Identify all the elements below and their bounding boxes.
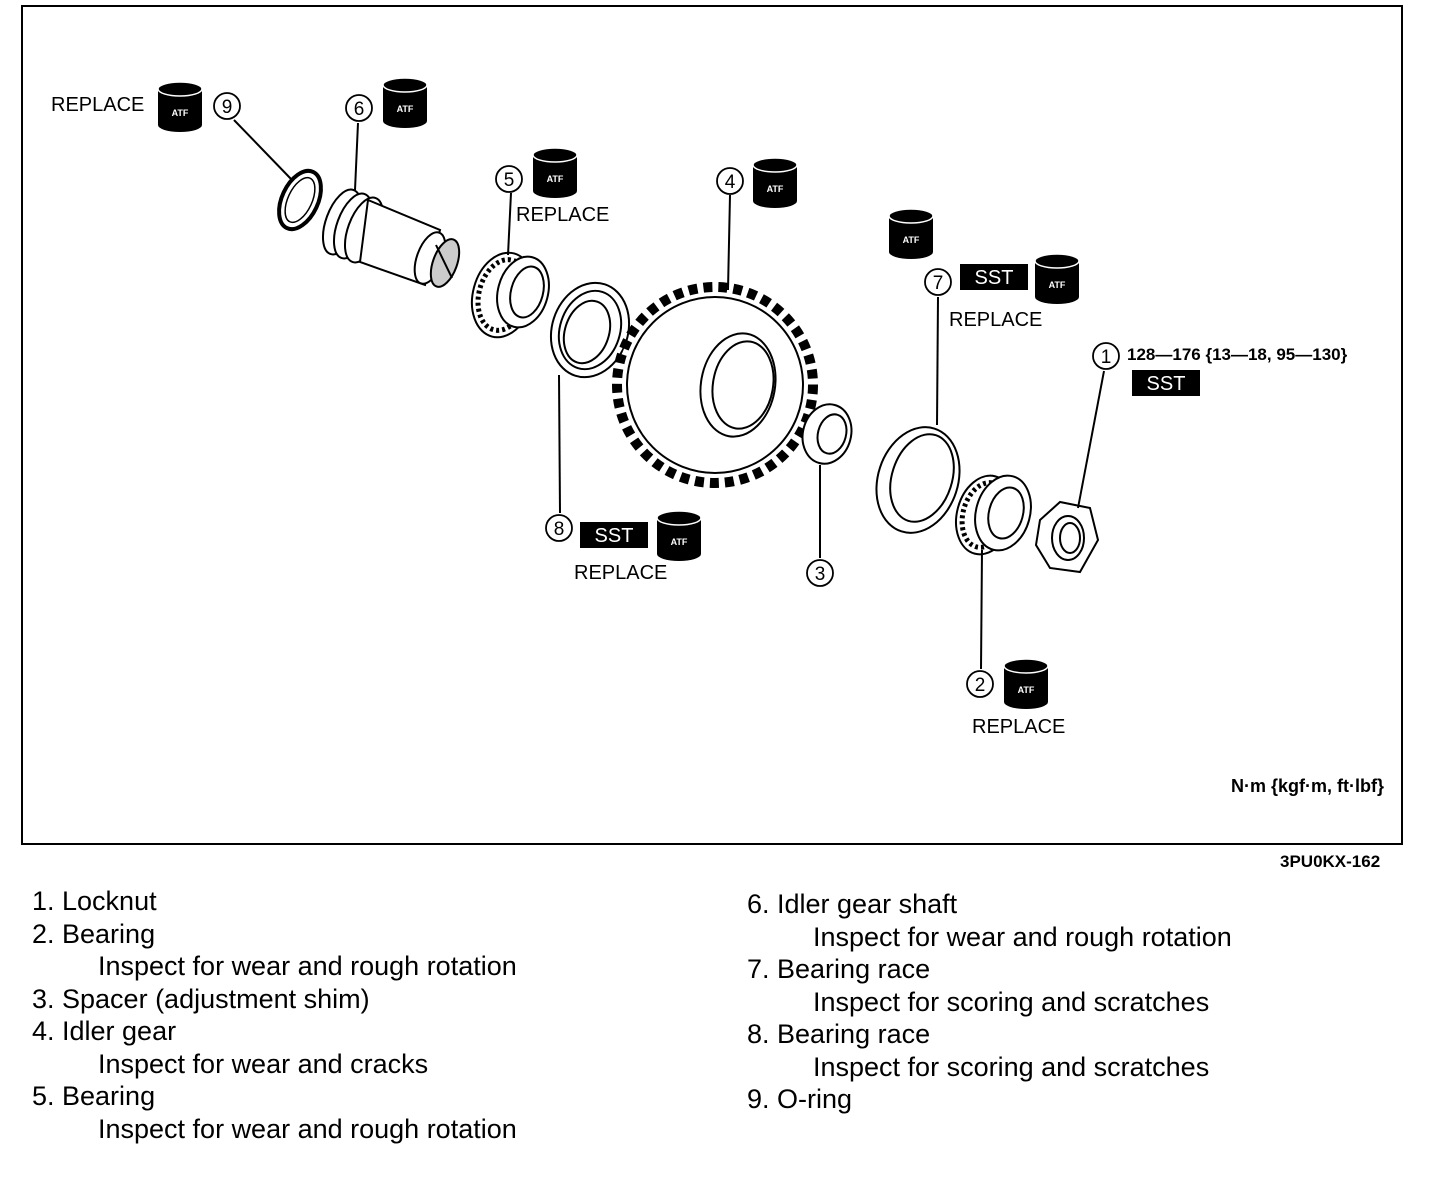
legend-item-bearing-race-8: 8. Bearing race xyxy=(747,1019,931,1049)
svg-text:ATF: ATF xyxy=(1049,280,1066,290)
idler-gear-part xyxy=(612,282,818,488)
sst-badge: SST xyxy=(580,522,648,548)
callout-7: 7 xyxy=(933,273,944,294)
sst-badge: SST xyxy=(960,264,1028,290)
torque-spec: 128—176 {13—18, 95—130} xyxy=(1127,345,1348,364)
svg-text:ATF: ATF xyxy=(767,184,784,194)
callout-4-circle xyxy=(716,167,744,195)
replace-label-9: REPLACE xyxy=(51,94,144,116)
svg-text:ATF: ATF xyxy=(172,108,189,118)
legend-note: Inspect for wear and rough rotation xyxy=(813,921,1232,952)
svg-text:ATF: ATF xyxy=(903,235,920,245)
legend-note: Inspect for wear and cracks xyxy=(98,1048,429,1079)
callout-3-circle xyxy=(806,559,834,587)
callout-1: 1 xyxy=(1101,347,1112,368)
callout-9-circle xyxy=(213,92,241,120)
callout-8: 8 xyxy=(554,519,565,540)
replace-label-7: REPLACE xyxy=(949,309,1042,331)
atf-icon: ATF xyxy=(656,510,702,562)
callout-7-circle xyxy=(924,268,952,296)
legend-note: Inspect for scoring and scratches xyxy=(813,986,1210,1017)
svg-text:SST: SST xyxy=(1147,373,1186,395)
callout-8-circle xyxy=(545,514,573,542)
callout-2-circle xyxy=(966,670,994,698)
bearing-2-part xyxy=(955,474,1032,556)
callout-5: 5 xyxy=(504,170,515,191)
legend-item-spacer: 3. Spacer (adjustment shim) xyxy=(32,983,370,1014)
parts-legend-col1: 1. Locknut 2. Bearing Inspect for wear a… xyxy=(32,885,517,1145)
atf-icon: ATF xyxy=(1003,658,1049,710)
replace-label-8: REPLACE xyxy=(574,562,667,584)
bearing-race-7-part xyxy=(875,426,961,534)
sst-badge: SST xyxy=(1132,370,1200,396)
callout-6: 6 xyxy=(354,99,365,120)
atf-icon: ATF xyxy=(382,77,428,129)
idler-gear-shaft-part xyxy=(321,188,461,288)
svg-text:ATF: ATF xyxy=(1018,685,1035,695)
svg-text:ATF: ATF xyxy=(671,537,688,547)
callout-5-circle xyxy=(495,165,523,193)
replace-label-2: REPLACE xyxy=(972,716,1065,738)
callout-1-circle xyxy=(1092,342,1120,370)
figure-code: 3PU0KX-162 xyxy=(1280,852,1381,871)
replace-label-5: REPLACE xyxy=(516,204,609,226)
atf-icon: ATF xyxy=(752,157,798,209)
torque-units: N·m {kgf·m, ft·lbf} xyxy=(1231,776,1384,796)
legend-item-bearing-5: 5. Bearing xyxy=(32,1081,156,1111)
callout-2: 2 xyxy=(975,675,986,696)
callout-9: 9 xyxy=(222,97,233,118)
o-ring-part xyxy=(277,168,323,232)
atf-icon: ATF xyxy=(532,147,578,199)
spacer-part xyxy=(801,403,853,465)
legend-item-bearing-2: 2. Bearing xyxy=(32,918,156,949)
callout-6-circle xyxy=(345,94,373,122)
atf-icon: ATF xyxy=(1034,253,1080,305)
legend-item-idler-gear: 4. Idler gear xyxy=(32,1016,177,1046)
exploded-view-diagram: 1 2 3 4 5 6 7 8 9 ATF ATF ATF ATF ATF AT… xyxy=(51,77,1384,796)
callout-4: 4 xyxy=(725,172,736,193)
legend-item-bearing-race-7: 7. Bearing race xyxy=(747,954,931,984)
atf-icon: ATF xyxy=(888,208,934,260)
callout-3: 3 xyxy=(815,564,826,585)
svg-text:SST: SST xyxy=(975,267,1014,289)
bearing-5-part xyxy=(470,251,550,339)
leader-lines xyxy=(233,119,1105,670)
legend-item-idler-gear-shaft: 6. Idler gear shaft xyxy=(747,889,958,919)
diagram-frame xyxy=(21,5,1403,845)
locknut-part xyxy=(1034,500,1100,574)
svg-text:ATF: ATF xyxy=(547,174,564,184)
svg-text:ATF: ATF xyxy=(397,104,414,114)
atf-icon: ATF xyxy=(157,81,203,133)
parts-legend-col2: 6. Idler gear shaft Inspect for wear and… xyxy=(747,888,1232,1116)
legend-note: Inspect for wear and rough rotation xyxy=(98,1113,517,1144)
legend-note: Inspect for scoring and scratches xyxy=(813,1051,1210,1082)
legend-item-o-ring: 9. O-ring xyxy=(747,1084,853,1114)
legend-item-locknut: 1. Locknut xyxy=(32,886,157,916)
legend-note: Inspect for wear and rough rotation xyxy=(98,951,517,981)
svg-text:SST: SST xyxy=(595,525,634,547)
